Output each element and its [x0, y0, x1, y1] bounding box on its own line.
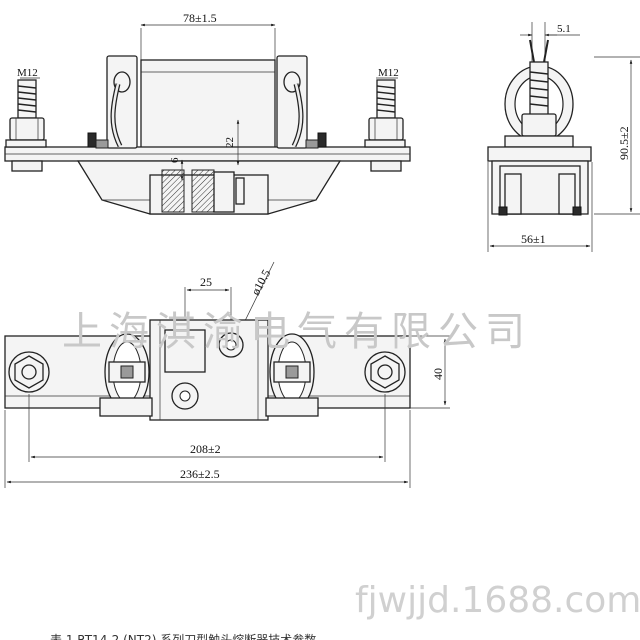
- dim-height-22: 22: [224, 137, 236, 148]
- front-view: 78±1.5 22 6 M12: [4, 11, 411, 215]
- plan-view: 25 ø10.5: [4, 261, 450, 488]
- dim-side-top: 5.1: [557, 23, 571, 35]
- dim-side-width: 56±1: [521, 232, 546, 246]
- dim-height-6: 6: [169, 157, 181, 163]
- dim-m12-right: M12: [378, 67, 399, 79]
- dim-plan-total-length: 236±2.5: [180, 467, 220, 481]
- table-caption: 表 1 RT14-2 (NT2) 系列刀型触头熔断器技术参数: [50, 632, 316, 640]
- watermark-company: 上海淇渝电气有限公司: [62, 309, 532, 355]
- dim-plan-inner-length: 208±2: [190, 442, 221, 456]
- watermark-site: fjwjjd.1688.com: [355, 580, 640, 621]
- dim-plan-height: 40: [431, 368, 445, 380]
- dim-side-height: 90.5±2: [617, 126, 631, 160]
- dim-m12-left: M12: [17, 67, 38, 79]
- dim-front-top-width: 78±1.5: [183, 11, 217, 25]
- side-view: 5.1 90.5±2 56±1: [487, 22, 640, 252]
- dim-plan-offset: 25: [200, 275, 212, 289]
